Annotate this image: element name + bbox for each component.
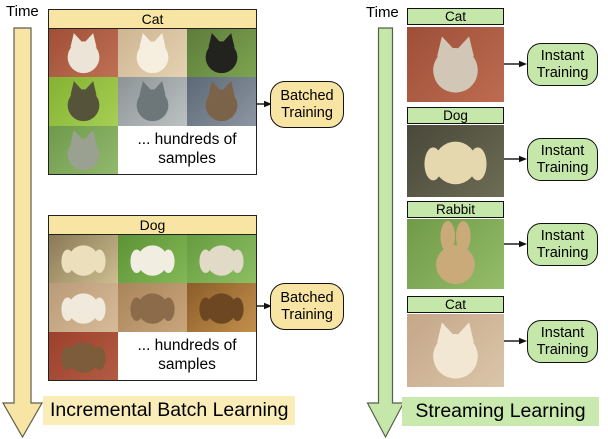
photo-cat-2 bbox=[118, 29, 187, 78]
photo-cat-6 bbox=[187, 77, 256, 126]
photo-dog-7 bbox=[49, 331, 118, 380]
photo-cat-1 bbox=[49, 29, 118, 78]
photo-dog-6 bbox=[187, 283, 256, 332]
batched-training-box-2: Batched Training bbox=[270, 283, 344, 330]
batched-training-line2: Training bbox=[281, 306, 333, 323]
stream-label-cat-1: Cat bbox=[407, 8, 504, 25]
stream-label-cat-2: Cat bbox=[407, 296, 504, 313]
instant-training-box-1: Instant Training bbox=[527, 43, 598, 86]
group-title-dog: Dog bbox=[49, 216, 256, 235]
stream-cat1-connector-arrow-icon bbox=[504, 60, 527, 68]
right-timeline-down-arrow-icon bbox=[366, 27, 405, 439]
instant-training-line2: Training bbox=[536, 341, 589, 358]
cat-batch-group: Cat ... hundreds of samples bbox=[48, 9, 257, 175]
more-samples-line2: samples bbox=[158, 355, 216, 373]
instant-training-line2: Training bbox=[536, 64, 589, 81]
instant-training-box-3: Instant Training bbox=[527, 223, 598, 266]
photo-cat-5 bbox=[118, 77, 187, 126]
incremental-batch-learning-label: Incremental Batch Learning bbox=[43, 396, 296, 425]
photo-dog-5 bbox=[118, 283, 187, 332]
dog-photo-grid: ... hundreds of samples bbox=[49, 235, 256, 380]
instant-training-box-4: Instant Training bbox=[527, 320, 598, 363]
photo-stream-cat-2 bbox=[407, 314, 504, 387]
group-title-cat: Cat bbox=[49, 10, 256, 29]
photo-stream-dog bbox=[407, 125, 504, 197]
stream-label-dog: Dog bbox=[407, 107, 504, 124]
batched-training-line2: Training bbox=[281, 104, 333, 121]
batched-training-line1: Batched bbox=[280, 87, 334, 104]
more-samples-line1: ... hundreds of bbox=[137, 130, 237, 148]
left-timeline-down-arrow-icon bbox=[1, 27, 44, 439]
instant-training-line1: Instant bbox=[540, 227, 585, 244]
instant-training-line2: Training bbox=[536, 244, 589, 261]
photo-dog-3 bbox=[187, 235, 256, 284]
stream-rabbit-connector-arrow-icon bbox=[504, 240, 527, 248]
more-samples-line2: samples bbox=[158, 149, 216, 167]
right-time-label: Time bbox=[366, 4, 399, 21]
cat-more-samples-note: ... hundreds of samples bbox=[118, 125, 256, 174]
stream-cat2-connector-arrow-icon bbox=[504, 337, 527, 345]
photo-dog-4 bbox=[49, 283, 118, 332]
dog-more-samples-note: ... hundreds of samples bbox=[118, 331, 256, 380]
photo-stream-cat-1 bbox=[407, 27, 504, 102]
stream-label-rabbit: Rabbit bbox=[407, 201, 504, 218]
left-time-label: Time bbox=[6, 3, 39, 20]
instant-training-line2: Training bbox=[536, 159, 589, 176]
photo-cat-4 bbox=[49, 77, 118, 126]
photo-cat-3 bbox=[187, 29, 256, 78]
stream-dog-connector-arrow-icon bbox=[504, 155, 527, 163]
photo-dog-2 bbox=[118, 235, 187, 284]
photo-cat-7 bbox=[49, 125, 118, 174]
instant-training-line1: Instant bbox=[540, 324, 585, 341]
instant-training-box-2: Instant Training bbox=[527, 138, 598, 181]
cat-photo-grid: ... hundreds of samples bbox=[49, 29, 256, 174]
batched-training-box-1: Batched Training bbox=[270, 81, 344, 128]
streaming-learning-label: Streaming Learning bbox=[402, 397, 599, 426]
batched-training-line1: Batched bbox=[280, 289, 334, 306]
instant-training-line1: Instant bbox=[540, 142, 585, 159]
photo-stream-rabbit bbox=[407, 219, 504, 289]
instant-training-line1: Instant bbox=[540, 47, 585, 64]
more-samples-line1: ... hundreds of bbox=[137, 336, 237, 354]
photo-dog-1 bbox=[49, 235, 118, 284]
dog-batch-group: Dog ... hundreds of samples bbox=[48, 215, 257, 381]
